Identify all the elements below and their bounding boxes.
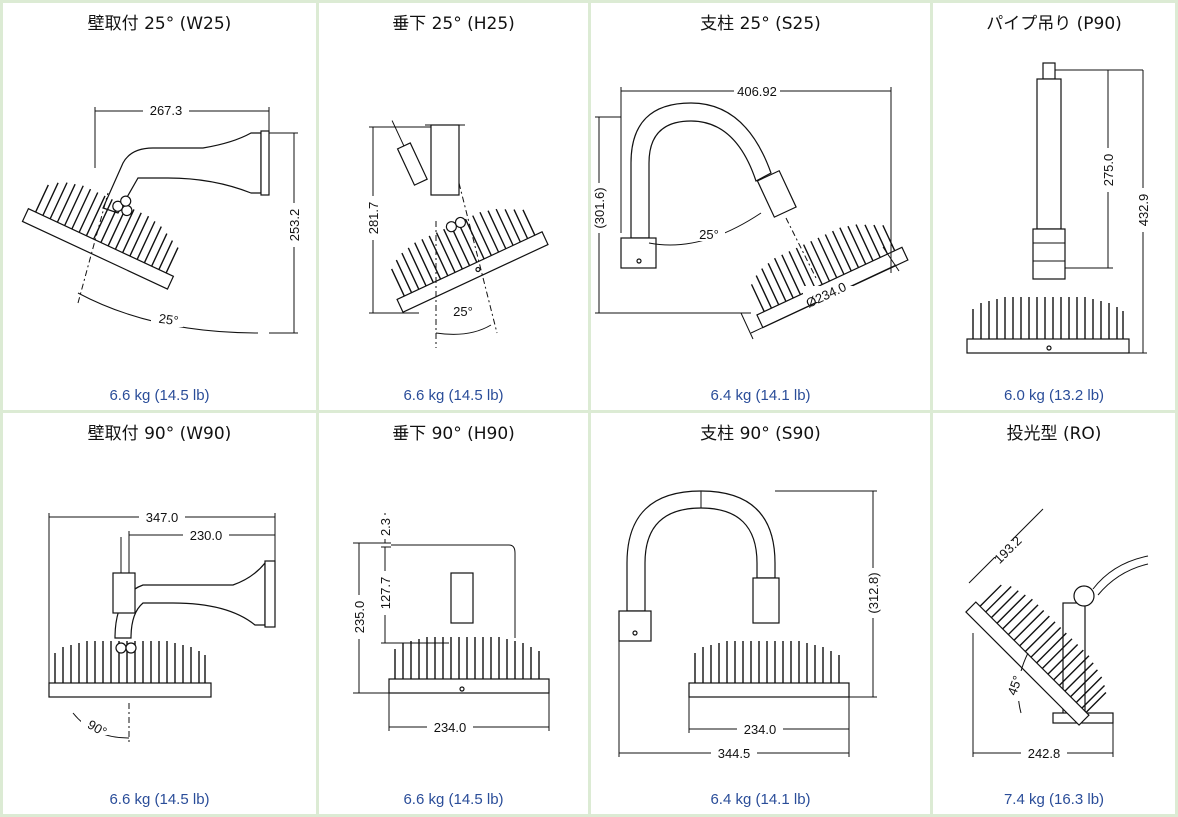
drawing-w90: 347.0 230.0 90° [48, 509, 276, 743]
dim-label: 127.7 [378, 577, 393, 610]
dim-label: 230.0 [190, 528, 223, 543]
weight-label: 6.6 kg (14.5 lb) [403, 791, 504, 808]
cell-ro: 投光型 (RO) 193.2 45° 242.8 7.4 kg (16.3 lb… [933, 413, 1175, 814]
weight-label: 6.6 kg (14.5 lb) [109, 791, 210, 808]
dim-label: (312.8) [866, 572, 881, 613]
cell-w90: 壁取付 90° (W90) 347.0 230.0 90° 6.6 kg (14… [3, 413, 319, 814]
drawing-h25: 281.7 25° [364, 120, 549, 348]
cell-title: 支柱 25° (S25) [700, 14, 821, 34]
dim-label: 234.0 [744, 722, 777, 737]
weight-label: 6.4 kg (14.1 lb) [710, 791, 811, 808]
cell-title: パイプ吊り (P90) [986, 14, 1122, 34]
drawing-ro: 193.2 45° 242.8 [965, 508, 1149, 761]
dim-label: 235.0 [352, 601, 367, 634]
dim-label: (301.6) [592, 187, 607, 228]
cell-title: 投光型 (RO) [1006, 424, 1102, 444]
weight-label: 6.6 kg (14.5 lb) [109, 387, 210, 404]
cell-s90: 支柱 90° (S90) (312.8) 234.0 344.5 6. [591, 413, 933, 814]
drawing-s90: (312.8) 234.0 344.5 [618, 490, 882, 761]
cell-h25: 垂下 25° (H25) 281.7 25° [319, 3, 591, 413]
dim-label: 25° [699, 227, 719, 242]
dim-label: 242.8 [1028, 746, 1061, 761]
dim-label: 2.3 [378, 518, 393, 536]
dim-label: 25° [158, 311, 180, 329]
dim-label: 344.5 [718, 746, 751, 761]
dim-label: 347.0 [146, 510, 179, 525]
cell-p90: パイプ吊り (P90) 275.0 432.9 6.0 kg (13.2 lb) [933, 3, 1175, 413]
cell-title: 垂下 25° (H25) [392, 14, 515, 34]
weight-label: 6.0 kg (13.2 lb) [1003, 387, 1105, 404]
weight-label: 6.6 kg (14.5 lb) [403, 387, 504, 404]
cell-title: 支柱 90° (S90) [700, 424, 821, 444]
cell-s25: 支柱 25° (S25) 406.92 (301.6) [591, 3, 933, 413]
dim-label: 234.0 [434, 720, 467, 735]
drawing-s25: 406.92 (301.6) 25° Ø234.0 [591, 83, 909, 340]
cell-title: 壁取付 90° (W90) [87, 424, 232, 444]
dim-label: 45° [1004, 674, 1025, 698]
cell-h90: 垂下 90° (H90) 2.3 127.7 235.0 23 [319, 413, 591, 814]
drawing-h90: 2.3 127.7 235.0 234.0 [350, 513, 550, 735]
dim-label: 253.2 [287, 209, 302, 242]
drawing-w25: 267.3 253.2 25° [21, 102, 303, 334]
dim-label: 25° [453, 304, 473, 319]
weight-label: 6.4 kg (14.1 lb) [710, 387, 811, 404]
dim-label: 281.7 [366, 202, 381, 235]
dim-label: 267.3 [150, 103, 183, 118]
dim-label: 432.9 [1136, 194, 1151, 227]
cell-title: 垂下 90° (H90) [392, 424, 515, 444]
dim-label: 275.0 [1101, 154, 1116, 187]
drawing-p90: 275.0 432.9 [966, 62, 1152, 354]
cell-w25: 壁取付 25° (W25) 267.3 253.2 [3, 3, 319, 413]
dim-label: 406.92 [737, 84, 777, 99]
cell-title: 壁取付 25° (W25) [87, 14, 232, 34]
weight-label: 7.4 kg (16.3 lb) [1003, 791, 1105, 808]
